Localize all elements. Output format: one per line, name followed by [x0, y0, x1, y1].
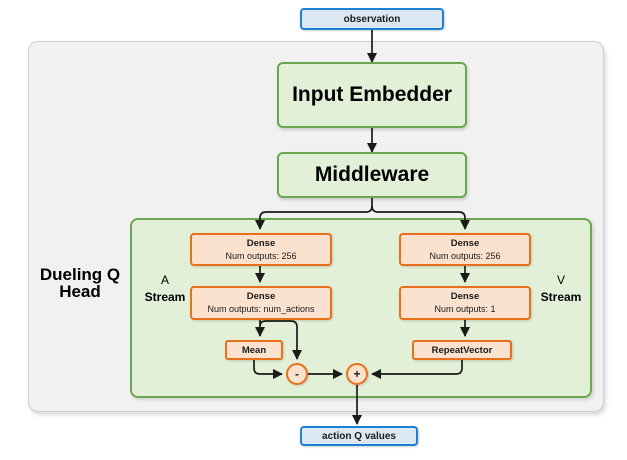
label-a-stream: A Stream [140, 272, 190, 306]
node-v-dense-1-title: Dense [450, 237, 480, 249]
node-observation-label: observation [343, 13, 401, 25]
node-mean-label: Mean [241, 344, 267, 356]
label-a-stream-line2: Stream [144, 290, 186, 304]
node-v-dense-1[interactable]: Dense Num outputs: 256 [399, 233, 531, 266]
node-subtract-operator[interactable]: - [286, 363, 308, 385]
node-a-dense-1-title: Dense [246, 237, 276, 249]
node-input-embedder-label: Input Embedder [292, 83, 452, 106]
node-middleware[interactable]: Middleware [277, 152, 467, 198]
label-v-stream-line1: V [556, 273, 565, 287]
label-dueling-q-head-line2: Head [59, 282, 101, 301]
node-input-embedder[interactable]: Input Embedder [277, 62, 467, 128]
node-add-operator-label: + [353, 367, 361, 381]
node-a-dense-2-title: Dense [246, 291, 276, 302]
node-add-operator[interactable]: + [346, 363, 368, 385]
node-repeat-vector-label: RepeatVector [431, 344, 493, 356]
label-dueling-q-head-line1: Dueling Q [39, 265, 121, 284]
node-action-q-values-label: action Q values [322, 430, 396, 442]
label-v-stream-line2: Stream [540, 290, 582, 304]
node-observation[interactable]: observation [300, 8, 444, 30]
label-a-stream-line1: A [160, 273, 169, 287]
label-dueling-q-head: Dueling Q Head [30, 266, 130, 300]
node-v-dense-2-title: Dense [450, 291, 480, 302]
node-repeat-vector[interactable]: RepeatVector [412, 340, 512, 360]
node-v-dense-2-subtitle: Num outputs: 1 [434, 304, 496, 314]
node-v-dense-1-subtitle: Num outputs: 256 [429, 250, 501, 261]
node-mean[interactable]: Mean [225, 340, 283, 360]
node-action-q-values[interactable]: action Q values [300, 426, 418, 446]
label-v-stream: V Stream [536, 272, 586, 306]
node-subtract-operator-label: - [295, 367, 299, 381]
node-a-dense-2[interactable]: Dense Num outputs: num_actions [190, 286, 332, 320]
node-a-dense-2-subtitle: Num outputs: num_actions [207, 304, 315, 314]
node-middleware-label: Middleware [314, 163, 430, 186]
node-a-dense-1[interactable]: Dense Num outputs: 256 [190, 233, 332, 266]
node-a-dense-1-subtitle: Num outputs: 256 [225, 250, 297, 261]
node-v-dense-2[interactable]: Dense Num outputs: 1 [399, 286, 531, 320]
